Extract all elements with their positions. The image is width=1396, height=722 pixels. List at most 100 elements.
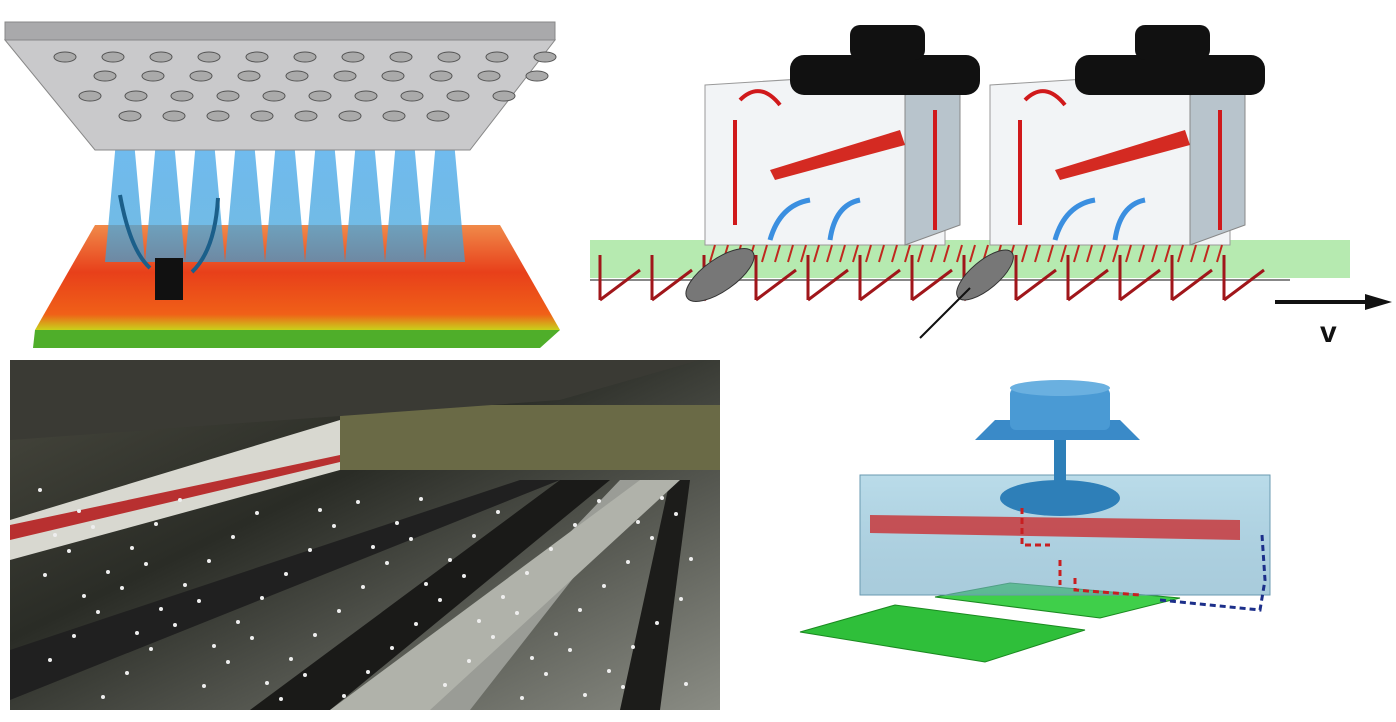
perforation-dot: [583, 693, 587, 697]
plate-hole: [341, 51, 365, 63]
nozzle-jet: [265, 130, 305, 262]
plate-hole: [162, 110, 186, 122]
perforation-dot: [544, 672, 548, 676]
nozzle-impingement-panel: [3, 21, 560, 348]
perforation-dot: [43, 573, 47, 577]
perforation-dot: [414, 622, 418, 626]
air-stream-line: [1125, 244, 1132, 263]
perforation-dot: [67, 549, 71, 553]
air-stream-line: [800, 244, 807, 263]
perforation-dot: [409, 537, 413, 541]
perforation-dot: [520, 696, 524, 700]
fan-chamber-panel: [799, 380, 1271, 663]
perforation-dot: [573, 523, 577, 527]
perforation-dot: [554, 632, 558, 636]
perforation-dot: [120, 586, 124, 590]
perforation-dot: [607, 669, 611, 673]
perforation-dot: [279, 697, 283, 701]
air-stream-line: [1138, 244, 1145, 263]
perforation-dot: [154, 522, 158, 526]
perforation-dot: [289, 657, 293, 661]
plate-hole: [492, 90, 516, 102]
perforation-dot: [361, 585, 365, 589]
flow-path-red: [1020, 508, 1141, 597]
air-stream-line: [787, 244, 794, 263]
flow-arrow-zigzag: [598, 255, 641, 302]
air-stream-line: [930, 244, 937, 263]
perforation-dot: [318, 508, 322, 512]
flow-arrow-zigzag: [858, 255, 901, 302]
nozzle-jet: [305, 130, 345, 262]
plate-hole: [382, 110, 406, 122]
air-stream-line: [943, 244, 950, 263]
perforation-dot: [265, 681, 269, 685]
air-stream-line: [1216, 244, 1223, 263]
nozzle-jet: [425, 130, 465, 262]
perforation-dot: [106, 570, 110, 574]
plate-hole: [293, 51, 317, 63]
perforation-dot: [448, 558, 452, 562]
perforation-dot: [226, 660, 230, 664]
perforation-dot: [650, 536, 654, 540]
perforation-dot: [303, 673, 307, 677]
perforation-dot: [674, 512, 678, 516]
heater-element: [770, 130, 905, 180]
perforation-dot: [424, 582, 428, 586]
plate-hole: [245, 51, 269, 63]
plate-hole: [250, 110, 274, 122]
air-stream-line: [1112, 244, 1119, 263]
flow-arrow-zigzag: [754, 255, 797, 302]
plate-hole: [101, 51, 125, 63]
perforation-dot: [366, 670, 370, 674]
unit-side-panel: [1189, 74, 1246, 246]
air-stream-line: [1086, 244, 1093, 263]
perforation-dot: [477, 619, 481, 623]
perforation-dot: [636, 520, 640, 524]
plate-hole: [285, 70, 309, 82]
flow-arrow-zigzag: [1118, 255, 1161, 302]
perforation-dot: [260, 596, 264, 600]
air-stream-line: [1203, 244, 1210, 263]
flow-arrow-zigzag: [1170, 255, 1213, 302]
air-stream-line: [904, 244, 911, 263]
air-stream-line: [826, 244, 833, 263]
perforation-dot: [207, 559, 211, 563]
perforation-dot: [135, 631, 139, 635]
plate-hole: [308, 90, 332, 102]
unit-side-panel: [904, 74, 961, 246]
plate-hole: [216, 90, 240, 102]
flow-arrow-zigzag: [910, 255, 953, 302]
perforation-dot: [684, 682, 688, 686]
plate-hole: [124, 90, 148, 102]
fan-motor: [850, 25, 925, 60]
flow-path-blue: [1159, 534, 1267, 612]
plate-hole: [389, 51, 413, 63]
perforation-dot: [101, 695, 105, 699]
air-stream-line: [878, 244, 885, 263]
perforation-dot: [578, 608, 582, 612]
air-stream-line: [956, 244, 963, 263]
perforation-dot: [183, 583, 187, 587]
plate-hole: [141, 70, 165, 82]
pointer-line: [919, 287, 971, 339]
perforation-dot: [356, 500, 360, 504]
plate-hole: [477, 70, 501, 82]
perforation-dot: [250, 636, 254, 640]
velocity-arrowhead: [1365, 294, 1392, 310]
perforation-dot: [96, 610, 100, 614]
perforation-dot: [385, 561, 389, 565]
perforation-dot: [501, 595, 505, 599]
plate-hole: [118, 110, 142, 122]
solder-paste-particle: [685, 248, 755, 302]
flow-arrow-zigzag: [806, 255, 849, 302]
perforation-dot: [467, 659, 471, 663]
air-stream-line: [1190, 244, 1197, 263]
perforation-dot: [679, 597, 683, 601]
convection-units-panel: [590, 25, 1392, 339]
perforation-dot: [173, 623, 177, 627]
perforation-dot: [568, 648, 572, 652]
flow-arrow-left: [118, 194, 152, 270]
plate-hole: [429, 70, 453, 82]
perforation-dot: [255, 511, 259, 515]
